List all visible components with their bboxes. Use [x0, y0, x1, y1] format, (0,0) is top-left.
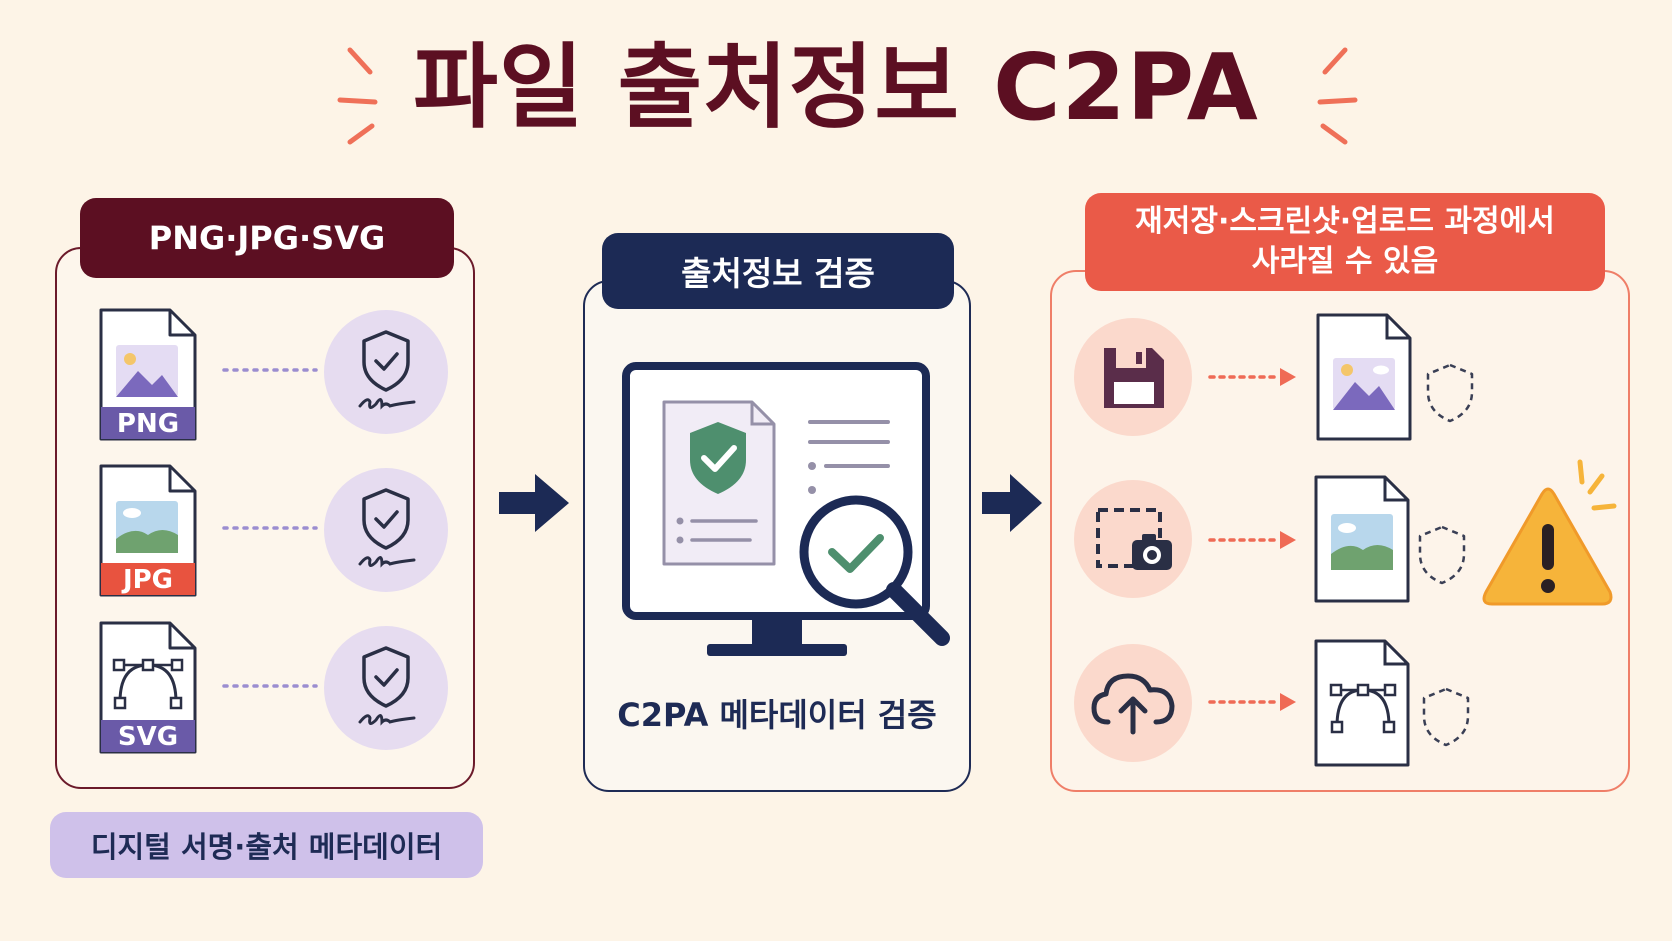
monitor-verification-icon — [622, 362, 950, 656]
jpg-file-icon — [99, 464, 197, 597]
warning-icon — [1482, 459, 1617, 606]
png-file-label: PNG — [116, 409, 180, 439]
arrow-right-icon — [982, 474, 1042, 532]
dotted-connector — [222, 368, 318, 372]
loss-header: 재저장·스크린샷·업로드 과정에서 사라질 수 있음 — [1085, 193, 1605, 291]
dotted-arrow-icon — [1208, 693, 1296, 711]
signed-shield-icon — [324, 468, 448, 592]
dotted-arrow-icon — [1208, 531, 1296, 549]
verification-caption: C2PA 메타데이터 검증 — [617, 696, 937, 734]
png-file-icon — [99, 308, 197, 441]
page-title: 파일 출처정보 C2PA — [413, 34, 1259, 141]
screenshot-camera-icon — [1074, 480, 1192, 598]
dashed-shield-icon — [1418, 525, 1466, 585]
file-types-header: PNG·JPG·SVG — [80, 198, 454, 278]
cloud-upload-icon — [1074, 644, 1192, 762]
image-file-icon — [1314, 475, 1410, 603]
dashed-shield-icon — [1426, 363, 1474, 423]
image-file-icon — [1316, 313, 1412, 441]
title-rays-left-icon — [337, 47, 378, 145]
signature-metadata-label: 디지털 서명·출처 메타데이터 — [50, 812, 483, 878]
dashed-shield-icon — [1422, 687, 1470, 747]
svg-file-label: SVG — [117, 722, 179, 752]
verification-header: 출처정보 검증 — [602, 233, 954, 309]
svg-file-icon — [99, 621, 197, 754]
loss-header-line2: 사라질 수 있음 — [1251, 244, 1439, 279]
dotted-connector — [222, 684, 318, 688]
jpg-file-label: JPG — [122, 565, 174, 595]
loss-header-line1: 재저장·스크린샷·업로드 과정에서 — [1135, 204, 1555, 239]
dotted-arrow-icon — [1208, 368, 1296, 386]
floppy-disk-icon — [1074, 318, 1192, 436]
signed-shield-icon — [324, 626, 448, 750]
arrow-right-icon — [499, 474, 569, 532]
signed-shield-icon — [324, 310, 448, 434]
vector-file-icon — [1314, 639, 1410, 767]
title-rays-right-icon — [1317, 47, 1358, 145]
dotted-connector — [222, 526, 318, 530]
